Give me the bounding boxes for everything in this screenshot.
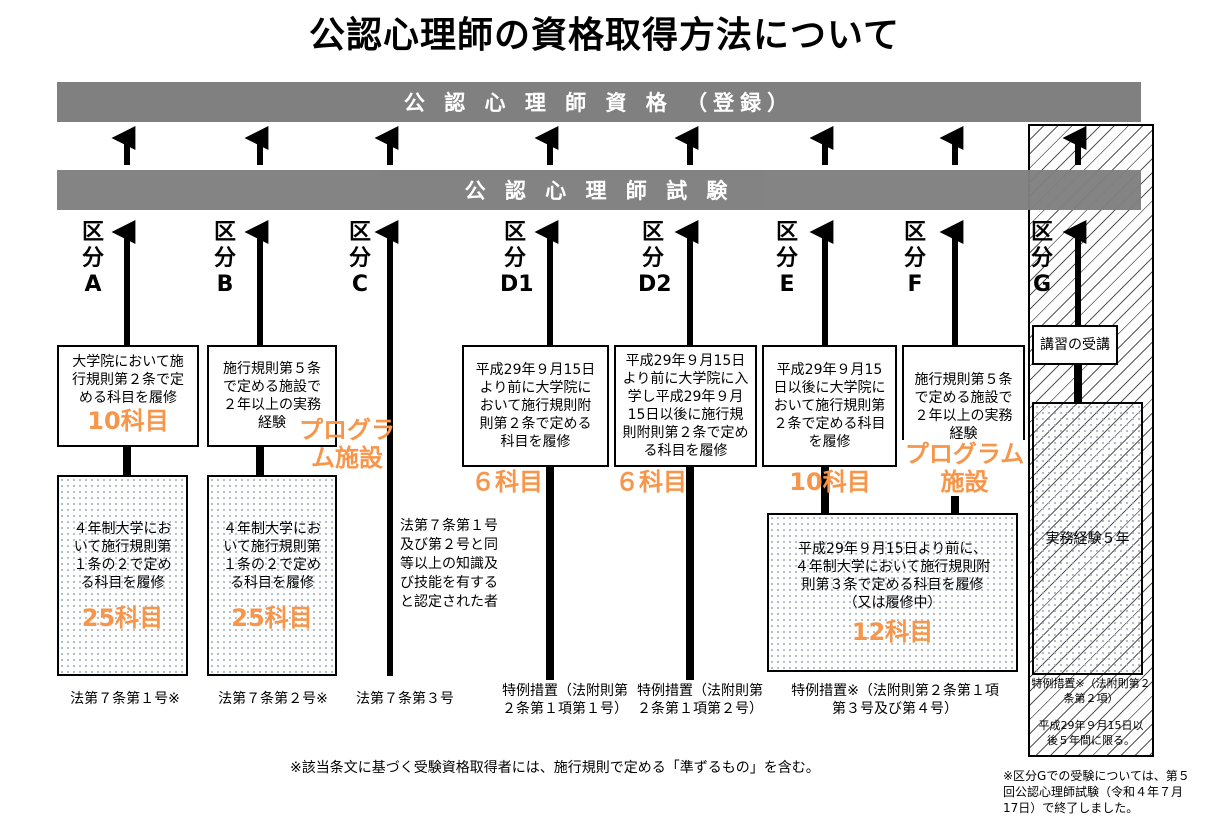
category-g-period-note: 平成29年９月15日以後５年間に限る。 bbox=[1038, 719, 1144, 747]
category-c-label: 区分C bbox=[348, 220, 371, 297]
category-c-text: 法第７条第１号及び第２号と同等以上の知識及び技能を有すると認定された者 bbox=[400, 518, 498, 610]
category-d1-box: 平成29年９月15日より前に大学院において施行規則附則第２条で定める科目を履修 bbox=[462, 345, 609, 467]
category-d2-label: 区分D2 bbox=[638, 220, 672, 297]
category-e-box: 平成29年９月15日以後に大学院において施行規則第２条で定める科目を履修 bbox=[762, 345, 897, 467]
category-b-caption: 法第７条第２号※ bbox=[218, 691, 328, 707]
category-g-end-note: ※区分Gでの受験については、第５回公認心理師試験（令和４年７月17日）で終了しま… bbox=[1003, 769, 1190, 815]
box-text: 施行規則第５条で定める施設で２年以上の実務経験 bbox=[914, 372, 1013, 442]
category-a-label: 区分A bbox=[81, 220, 104, 297]
category-g-label: 区分G bbox=[1030, 220, 1053, 297]
subject-count: 10科目 bbox=[789, 468, 871, 496]
subject-count: ６科目 bbox=[615, 468, 687, 496]
box-text: 講習の受講 bbox=[1040, 337, 1110, 353]
category-b-label: 区分B bbox=[213, 220, 236, 297]
box-text: 施行規則第５条で定める施設で２年以上の実務経験 bbox=[223, 361, 321, 431]
category-b-undergrad-box: ４年制大学において施行規則第１条の２で定める科目を履修 25科目 bbox=[207, 475, 337, 676]
category-g-experience-box: 実務経験５年 bbox=[1032, 402, 1143, 675]
category-e-undergrad-box: 平成29年９月15日より前に、４年制大学において施行規則附則第３条で定める科目を… bbox=[767, 513, 1018, 672]
box-text: 平成29年９月15日より前に大学院において施行規則附則第２条で定める科目を履修 bbox=[475, 362, 596, 450]
subject-count: 25科目 bbox=[231, 603, 313, 632]
category-c-caption: 法第７条第３号 bbox=[356, 691, 454, 707]
category-g-course-box: 講習の受講 bbox=[1032, 325, 1118, 365]
box-text: 平成29年９月15日より前に、４年制大学において施行規則附則第３条で定める科目を… bbox=[794, 540, 991, 611]
category-f-label: 区分F bbox=[903, 220, 926, 297]
subject-count: 25科目 bbox=[81, 603, 164, 632]
qualification-bar: 公 認 心 理 師 資 格 （登録） bbox=[57, 82, 1141, 122]
box-text: 実務経験５年 bbox=[1045, 530, 1130, 547]
box-text: 大学院において施行規則第２条で定める科目を履修 bbox=[72, 354, 184, 406]
category-d2-caption: 特例措置（法附則第２条第１項第２号） bbox=[635, 682, 765, 718]
subject-count: 10科目 bbox=[87, 407, 169, 435]
box-text: 平成29年９月15日より前に大学院に入学し平成29年９月15日以後に施行規則附則… bbox=[622, 353, 749, 459]
program-facility-label: プログラム施設 bbox=[299, 416, 395, 472]
subject-count: ６科目 bbox=[471, 468, 543, 496]
box-text: ４年制大学において施行規則第１条の２で定める科目を履修 bbox=[73, 520, 172, 591]
footnote: ※該当条文に基づく受験資格取得者には、施行規則で定める「準ずるもの」を含む。 bbox=[290, 760, 820, 776]
subject-count: 12科目 bbox=[851, 617, 934, 646]
box-text: ４年制大学において施行規則第１条の２で定める科目を履修 bbox=[223, 520, 321, 591]
category-e-caption: 特例措置※（法附則第２条第１項第３号及び第４号） bbox=[791, 683, 999, 717]
exam-bar: 公 認 心 理 師 試 験 bbox=[57, 170, 1141, 210]
box-text: 平成29年９月15日以後に大学院において施行規則第２条で定める科目を履修 bbox=[773, 362, 886, 450]
category-d1-caption: 特例措置（法附則第２条第１項第１号） bbox=[500, 682, 630, 718]
page-title: 公認心理師の資格取得方法について bbox=[309, 15, 900, 56]
category-b-experience-box: 施行規則第５条で定める施設で２年以上の実務経験 bbox=[207, 345, 337, 447]
category-e-label: 区分E bbox=[775, 220, 798, 297]
category-a-undergrad-box: ４年制大学において施行規則第１条の２で定める科目を履修 25科目 bbox=[57, 475, 188, 676]
program-facility-label: プログラム施設 bbox=[902, 440, 1027, 496]
category-d2-box: 平成29年９月15日より前に大学院に入学し平成29年９月15日以後に施行規則附則… bbox=[614, 345, 757, 467]
category-a-caption: 法第７条第１号※ bbox=[70, 691, 180, 707]
category-d1-label: 区分D1 bbox=[500, 220, 534, 297]
category-g-caption: 特例措置※（法附則第２条第２項） bbox=[1031, 677, 1151, 705]
category-a-graduate-box: 大学院において施行規則第２条で定める科目を履修 10科目 bbox=[57, 345, 199, 447]
